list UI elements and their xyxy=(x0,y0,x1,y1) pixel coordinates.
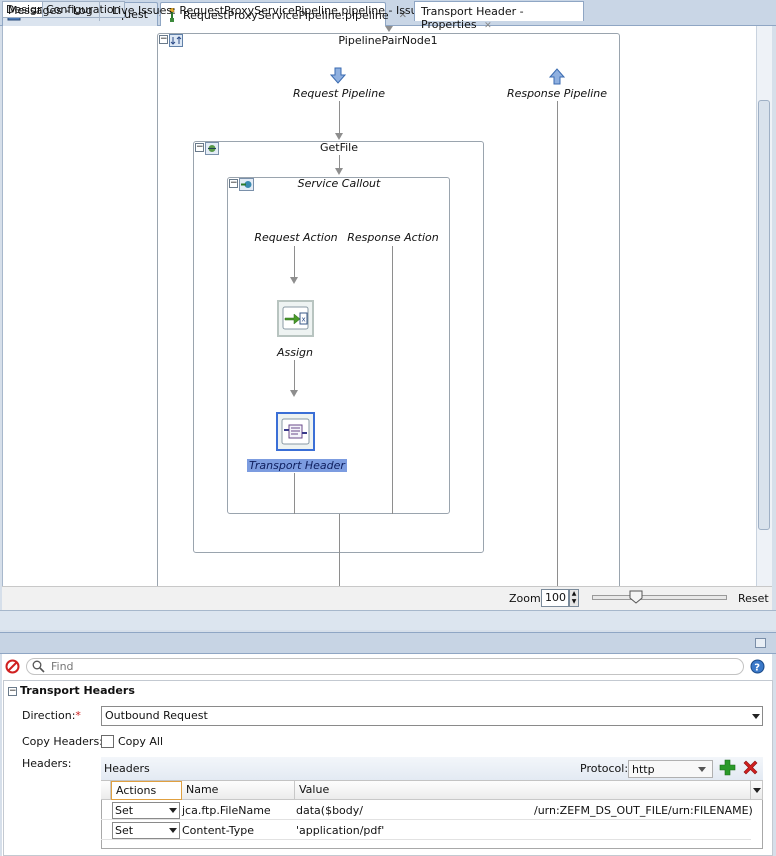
row-name[interactable]: Content-Type xyxy=(182,824,254,837)
tab-live-issues[interactable]: Live Issues: RequestProxyServicePipeline… xyxy=(106,1,438,21)
transport-header-icon xyxy=(281,418,310,445)
copy-all-checkbox[interactable] xyxy=(101,735,114,748)
flow-line xyxy=(339,155,340,169)
zoom-slider-thumb[interactable] xyxy=(629,590,643,604)
request-pipeline-icon[interactable] xyxy=(329,67,347,85)
pipeline-icon xyxy=(165,7,179,22)
find-box[interactable] xyxy=(26,658,744,675)
row-value[interactable]: data($body/ xyxy=(296,804,363,817)
chevron-down-icon xyxy=(753,788,761,793)
required-mark: * xyxy=(75,709,81,722)
response-pipeline-icon[interactable] xyxy=(548,67,566,85)
zoom-reset-button[interactable]: Reset xyxy=(738,592,769,605)
minimize-panel-icon[interactable] xyxy=(755,638,766,648)
row-name[interactable]: jca.ftp.FileName xyxy=(182,804,271,817)
section-title: Transport Headers xyxy=(20,684,135,697)
row-header-corner xyxy=(101,781,111,800)
tab-label: RequestProxyServicePipeline.pipeline xyxy=(183,8,389,22)
flow-line xyxy=(392,246,393,514)
stage-icon xyxy=(205,142,219,155)
svg-text:x: x xyxy=(302,316,306,324)
protocol-label: Protocol: xyxy=(580,762,629,775)
chevron-down-icon xyxy=(169,808,177,813)
close-icon[interactable]: ✕ xyxy=(398,9,408,21)
request-pipeline-label: Request Pipeline xyxy=(293,87,385,100)
row-action-select[interactable]: Set xyxy=(112,822,180,839)
response-pipeline-label: Response Pipeline xyxy=(506,87,608,100)
column-header-value[interactable]: Value xyxy=(295,781,751,800)
tab-configuration[interactable]: Configuration xyxy=(42,1,125,18)
help-icon[interactable]: ? xyxy=(750,659,765,674)
close-icon[interactable]: ✕ xyxy=(484,21,492,31)
flow-line xyxy=(294,473,295,514)
zoom-label: Zoom: xyxy=(509,592,545,605)
assign-icon: x xyxy=(282,306,309,330)
flow-line xyxy=(294,246,295,277)
chevron-down-icon xyxy=(169,828,177,833)
chevron-down-icon xyxy=(698,767,706,772)
flow-arrow xyxy=(385,26,393,32)
direction-select[interactable]: Outbound Request xyxy=(101,706,763,726)
assign-label: Assign xyxy=(277,346,313,359)
flow-arrow xyxy=(290,390,298,397)
tab-label: Transport Header - Properties xyxy=(421,5,524,31)
pipeline-pair-icon xyxy=(169,34,183,47)
collapse-icon[interactable]: − xyxy=(159,34,168,44)
delete-icon[interactable] xyxy=(742,759,759,776)
headers-label: Headers: xyxy=(22,757,72,770)
response-action-label: Response Action xyxy=(347,231,439,244)
copy-headers-label: Copy Headers: xyxy=(22,735,103,748)
zoom-slider-track[interactable] xyxy=(592,595,727,600)
pipeline-pair-title: PipelinePairNode1 xyxy=(338,34,438,47)
zoom-spinner[interactable]: ▲▼ xyxy=(569,589,579,607)
service-callout-icon xyxy=(239,178,254,191)
svg-text:?: ? xyxy=(754,663,760,674)
stage-title: GetFile xyxy=(319,141,358,154)
add-icon[interactable] xyxy=(719,759,736,776)
collapse-icon[interactable]: − xyxy=(229,178,238,188)
flow-line xyxy=(339,514,340,586)
scrollbar-thumb[interactable] xyxy=(758,100,770,530)
flow-arrow xyxy=(335,133,343,140)
service-callout-title: Service Callout xyxy=(297,177,381,190)
column-header-actions[interactable]: Actions xyxy=(111,781,182,800)
row-value[interactable]: 'application/pdf' xyxy=(296,824,385,837)
transport-header-label: Transport Header xyxy=(247,459,347,472)
tab-transport-header-properties[interactable]: Transport Header - Properties ✕ xyxy=(414,1,584,31)
row-action-select[interactable]: Set xyxy=(112,802,180,819)
row-value-tail[interactable]: /urn:ZEFM_DS_OUT_FILE/urn:FILENAME) xyxy=(534,804,753,817)
copy-all-label: Copy All xyxy=(118,735,164,748)
tab-request-proxy-pipeline[interactable]: RequestProxyServicePipeline.pipeline ✕ xyxy=(160,2,407,27)
request-action-label: Request Action xyxy=(254,231,338,244)
view-tabs xyxy=(0,610,776,630)
transport-header-action[interactable] xyxy=(276,412,315,451)
find-input[interactable]: Find xyxy=(51,660,74,673)
protocol-select[interactable]: http xyxy=(628,760,713,778)
flow-arrow xyxy=(335,168,343,175)
chevron-down-icon xyxy=(752,714,760,719)
direction-label: Direction:* xyxy=(22,709,81,722)
direction-label-text: Direction: xyxy=(22,709,76,722)
transport-header-label-text: Transport Header xyxy=(247,459,347,472)
service-callout-node[interactable] xyxy=(227,177,450,514)
headers-table-title: Headers xyxy=(104,762,150,775)
flow-line xyxy=(339,101,340,134)
column-menu[interactable] xyxy=(751,781,763,800)
table-row[interactable] xyxy=(101,820,751,840)
panel-tab-bar xyxy=(0,632,776,654)
flow-arrow xyxy=(290,277,298,284)
collapse-icon[interactable]: − xyxy=(8,686,17,696)
assign-action[interactable]: x xyxy=(277,300,314,337)
table-row[interactable] xyxy=(101,800,751,820)
zoom-input[interactable]: 100 xyxy=(541,589,569,607)
stop-icon[interactable] xyxy=(5,659,20,674)
flow-line xyxy=(557,101,558,591)
tab-messages-log[interactable]: Messages - Log xyxy=(2,1,100,21)
search-icon xyxy=(32,660,45,673)
flow-line xyxy=(294,360,295,390)
collapse-icon[interactable]: − xyxy=(195,142,204,152)
column-header-name[interactable]: Name xyxy=(182,781,295,800)
